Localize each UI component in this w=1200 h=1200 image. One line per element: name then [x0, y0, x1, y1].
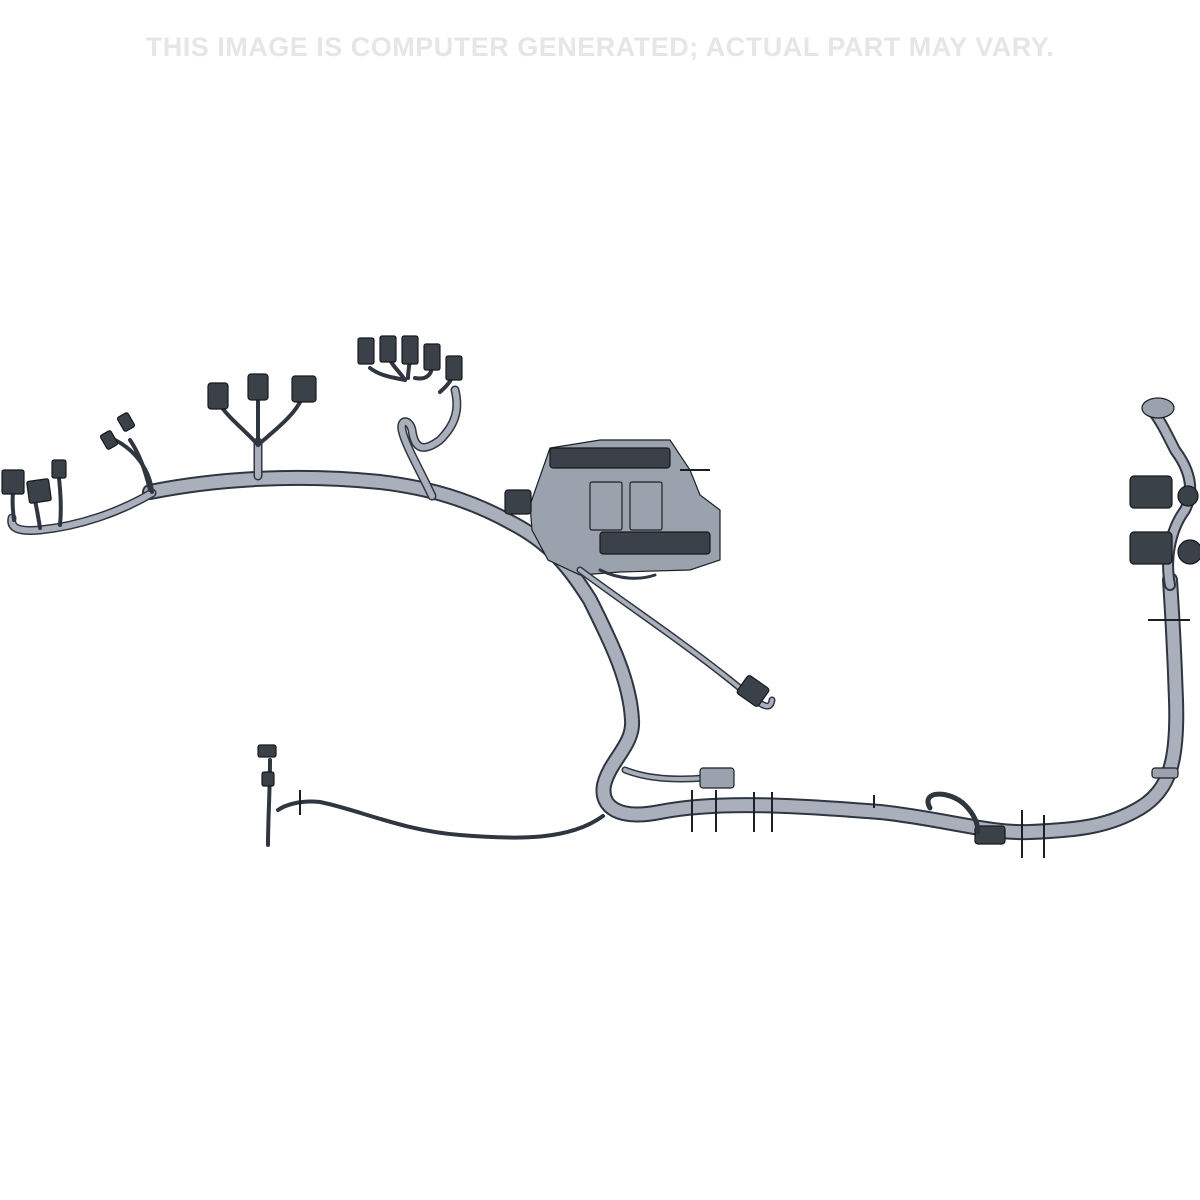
- connector-icon: [974, 825, 1006, 845]
- connector-icon: [736, 675, 770, 707]
- connector-icon: [445, 355, 463, 381]
- connector-icon: [257, 744, 277, 758]
- connector-icon: [504, 489, 532, 515]
- right-vertical-branch: [1129, 397, 1200, 621]
- connector-icon: [699, 767, 735, 789]
- lower-left-thin-branch: [257, 744, 605, 847]
- left-harness-trunk: [142, 469, 1185, 841]
- trunk-clips: [691, 767, 1179, 858]
- disclaimer-text: THIS IMAGE IS COMPUTER GENERATED; ACTUAL…: [145, 32, 1055, 62]
- connector-icon: [291, 375, 317, 403]
- connector-icon: [99, 430, 119, 450]
- connector-icon: [401, 335, 419, 365]
- mid-right-branch: [576, 566, 776, 710]
- upper-mid-branch: [207, 373, 317, 481]
- connector-icon: [116, 412, 136, 432]
- connector-icon: [1129, 531, 1173, 565]
- connector-icon: [207, 382, 229, 410]
- connector-icon: [1, 469, 25, 495]
- lower-short-branch: [621, 766, 735, 789]
- upper-right-branch: [357, 335, 463, 501]
- connector-icon: [357, 337, 375, 365]
- far-left-connectors: [1, 412, 136, 504]
- connector-icon: [51, 459, 67, 479]
- connector-icon: [247, 373, 269, 401]
- connector-icon: [423, 343, 441, 371]
- far-left-branch: [7, 438, 157, 535]
- connector-icon: [379, 335, 397, 363]
- central-module: [504, 439, 721, 580]
- connector-icon: [1129, 475, 1173, 509]
- connector-icon: [26, 478, 52, 504]
- connector-icon: [261, 771, 275, 787]
